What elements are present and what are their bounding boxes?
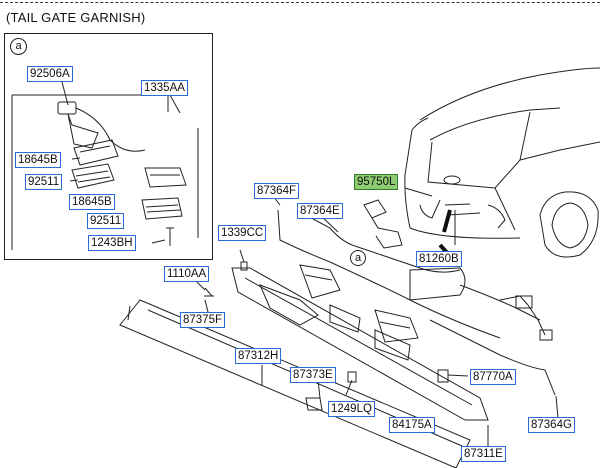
part-label-95750L[interactable]: 95750L (354, 174, 399, 190)
part-label-92511-upper[interactable]: 92511 (25, 174, 63, 190)
clip-87770A (437, 369, 449, 383)
part-label-92511-lower[interactable]: 92511 (87, 213, 125, 229)
part-label-87311E[interactable]: 87311E (461, 446, 506, 462)
part-label-87364E[interactable]: 87364E (297, 203, 343, 219)
part-label-1243BH[interactable]: 1243BH (88, 235, 136, 251)
part-label-87312H[interactable]: 87312H (235, 348, 282, 364)
leader-87373E (317, 379, 321, 399)
lamp-unit-left (299, 264, 341, 299)
leader-87770A (447, 374, 469, 377)
part-label-1339CC[interactable]: 1339CC (218, 225, 267, 241)
inset-lens-left (71, 163, 115, 189)
part-label-92506A[interactable]: 92506A (27, 66, 73, 82)
garnish-bracket (231, 267, 489, 421)
wiring-harness-81260B (409, 267, 553, 341)
part-label-81260B[interactable]: 81260B (416, 251, 462, 267)
camera-module-95750L (363, 199, 403, 249)
part-label-87364F[interactable]: 87364F (254, 183, 300, 199)
part-label-1249LQ[interactable]: 1249LQ (328, 401, 375, 417)
part-label-87364G[interactable]: 87364G (528, 417, 575, 433)
inset-leader-92506A (61, 81, 69, 106)
lamp-unit-right (374, 309, 419, 343)
part-label-87770A[interactable]: 87770A (470, 369, 516, 385)
part-label-84175A[interactable]: 84175A (389, 417, 435, 433)
part-label-87375F[interactable]: 87375F (180, 312, 226, 328)
callout-marker: a (350, 250, 366, 266)
inset-lamp-socket-right (144, 167, 187, 188)
part-label-87373E[interactable]: 87373E (290, 367, 336, 383)
inset-lens-right (141, 197, 183, 220)
screw-1339CC (240, 261, 248, 271)
leader-95750L-car (404, 187, 433, 197)
part-label-18645B-lower[interactable]: 18645B (69, 194, 115, 210)
inset-screw (166, 227, 174, 246)
vehicle-rear-outline (404, 67, 600, 258)
leader-87364G (555, 395, 559, 419)
inset-leader-1243BH (151, 239, 166, 244)
garnish-panel (119, 299, 471, 468)
inset-lamp-upper (73, 139, 119, 166)
part-label-1110AA[interactable]: 1110AA (164, 266, 210, 282)
leader-to-car (442, 209, 452, 233)
leader-1339CC (239, 249, 245, 263)
leader-1110AA (196, 281, 206, 291)
cable-87364E (299, 211, 461, 273)
clip-87373E (305, 397, 323, 411)
inset-leader-92511 (69, 179, 79, 182)
diagram-title: (TAIL GATE GARNISH) (6, 10, 146, 25)
top-dashed-border (0, 2, 600, 3)
part-label-18645B-upper[interactable]: 18645B (15, 152, 61, 168)
leader-87375F (204, 299, 209, 313)
clip-87375F (204, 287, 214, 297)
part-label-1335AA[interactable]: 1335AA (141, 80, 188, 96)
screw-1249LQ (347, 371, 357, 383)
cable-87364G (429, 319, 556, 396)
inset-marker: a (10, 38, 27, 55)
inset-bracket-line (12, 94, 181, 114)
inset-connector-body (57, 101, 146, 152)
cable-87364F (277, 209, 501, 339)
inset-leader-18645B (71, 157, 81, 160)
